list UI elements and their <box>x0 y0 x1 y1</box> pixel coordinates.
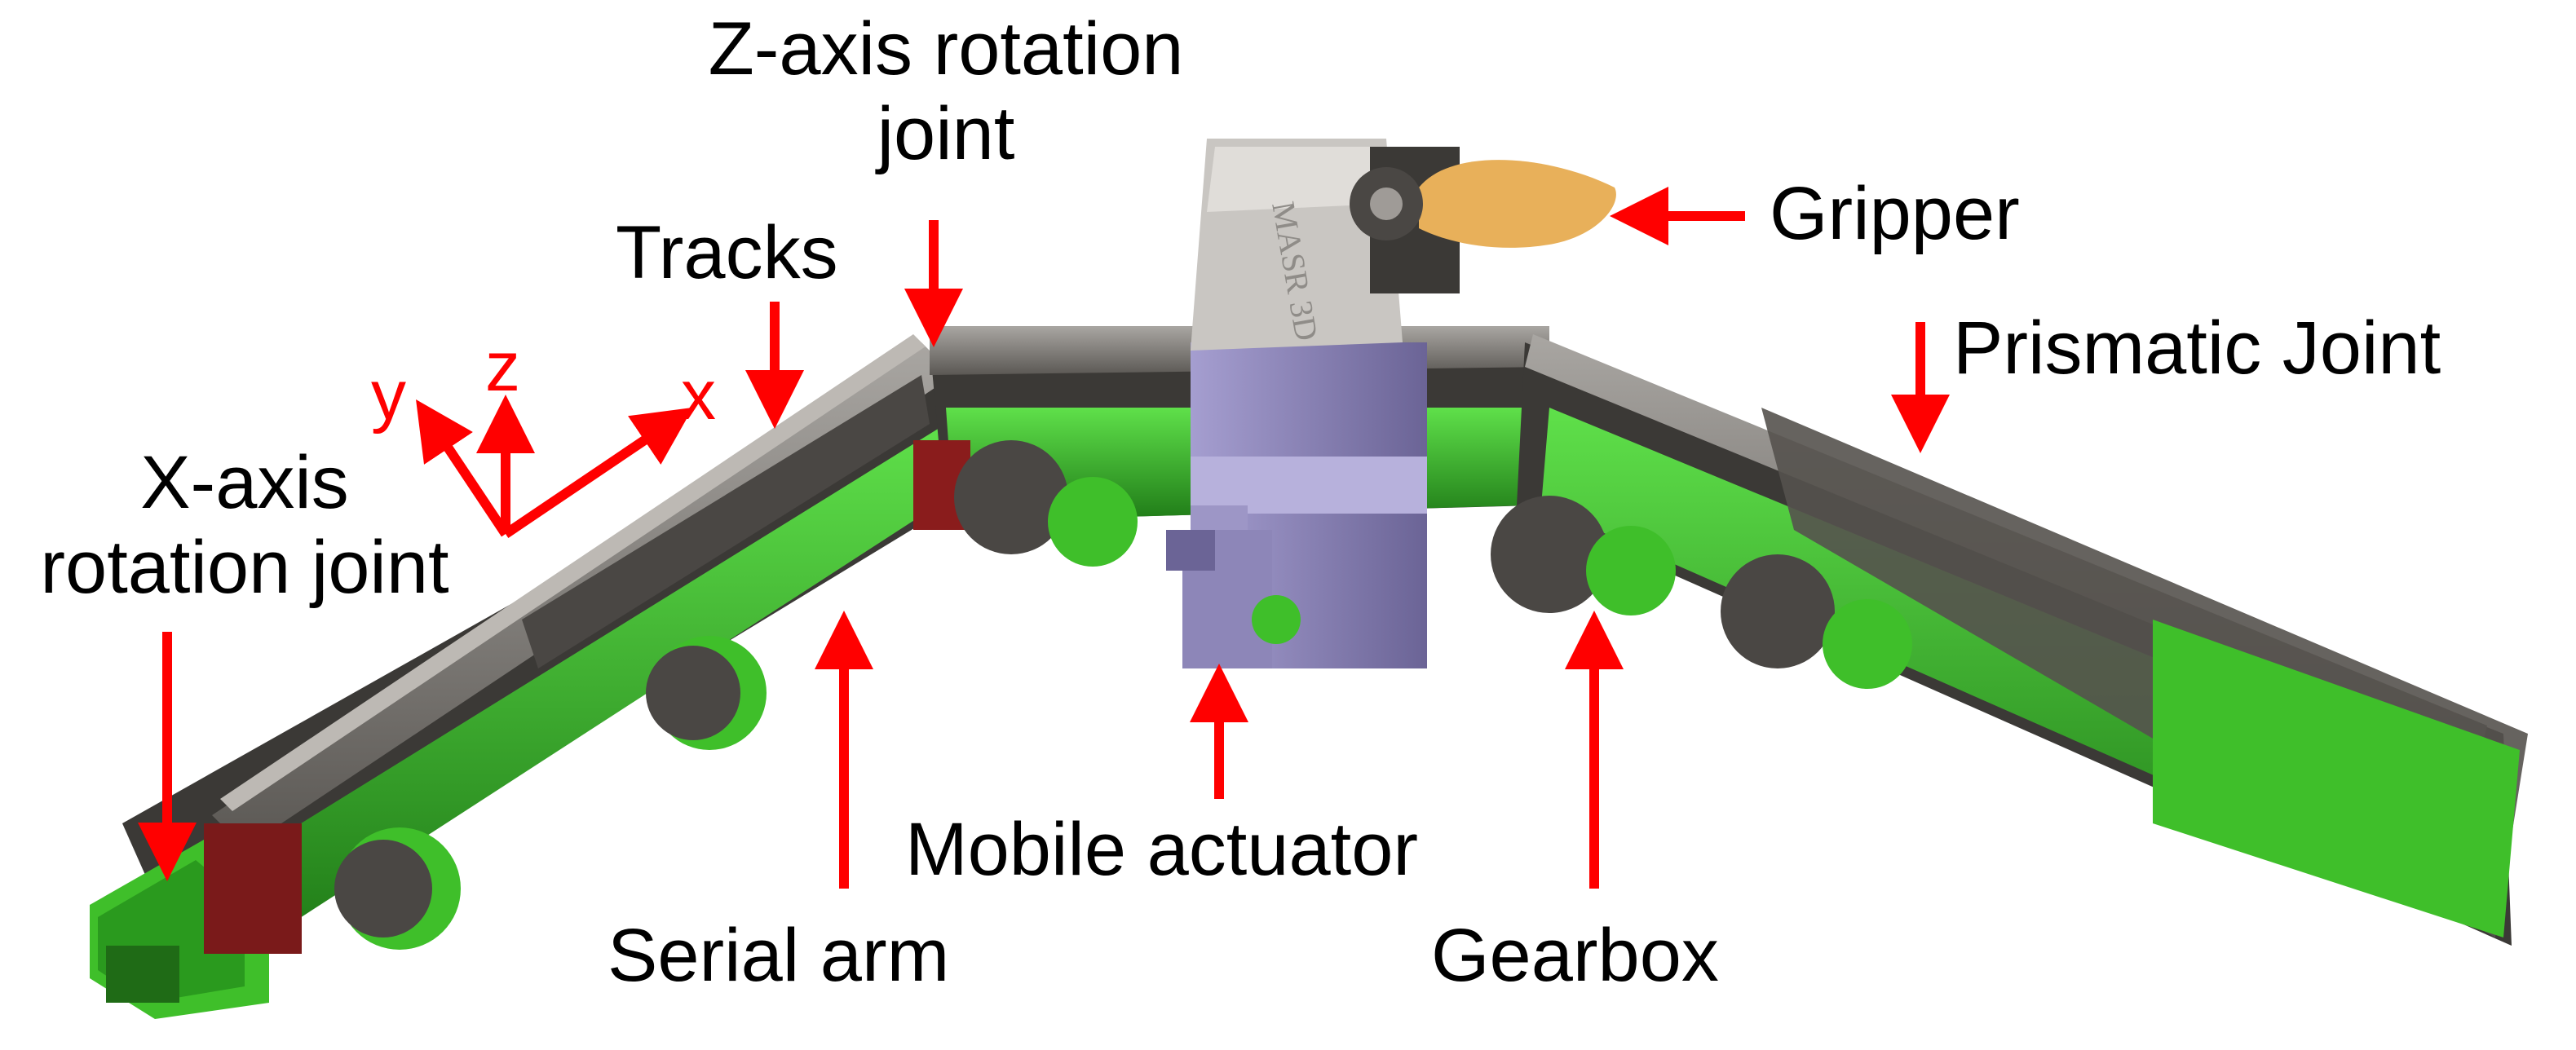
gearbox-label: Gearbox <box>1431 914 1719 997</box>
x-axis-joint-label-line2: rotation joint <box>40 526 449 609</box>
prismatic-joint-label: Prismatic Joint <box>1953 307 2441 390</box>
actuator-top-box: MASR 3D <box>1191 139 1460 351</box>
z-axis-joint-label-line2: joint <box>877 92 1015 175</box>
gripper-label: Gripper <box>1770 172 2020 255</box>
right-arm-gears <box>1491 496 1912 689</box>
x-axis-joint-label-line1: X-axis <box>140 441 349 524</box>
z-axis-joint-label-line1: Z-axis rotation <box>708 7 1184 90</box>
coordinate-frame <box>416 395 693 538</box>
left-arm-segment <box>122 334 979 970</box>
tracks-label: Tracks <box>616 211 838 294</box>
annotation-arrows <box>138 187 1950 889</box>
right-arm-segment <box>1517 334 2528 946</box>
z-axis-label: z <box>485 328 520 406</box>
y-axis-label: y <box>371 356 406 435</box>
z-axis-joint-label: Z-axis rotation joint <box>709 7 1184 176</box>
gripper <box>1350 160 1616 248</box>
x-axis-label: x <box>681 356 716 435</box>
left-arm-gears <box>334 636 767 950</box>
x-axis-joint-end <box>90 823 302 1019</box>
x-axis-joint-label: X-axis rotation joint <box>40 440 448 610</box>
mobile-actuator-label: Mobile actuator <box>905 808 1418 891</box>
y-axis-arrow <box>416 399 510 537</box>
x-axis-arrow <box>502 407 693 538</box>
mobile-actuator <box>1166 342 1427 668</box>
serial-arm-label: Serial arm <box>608 914 950 997</box>
